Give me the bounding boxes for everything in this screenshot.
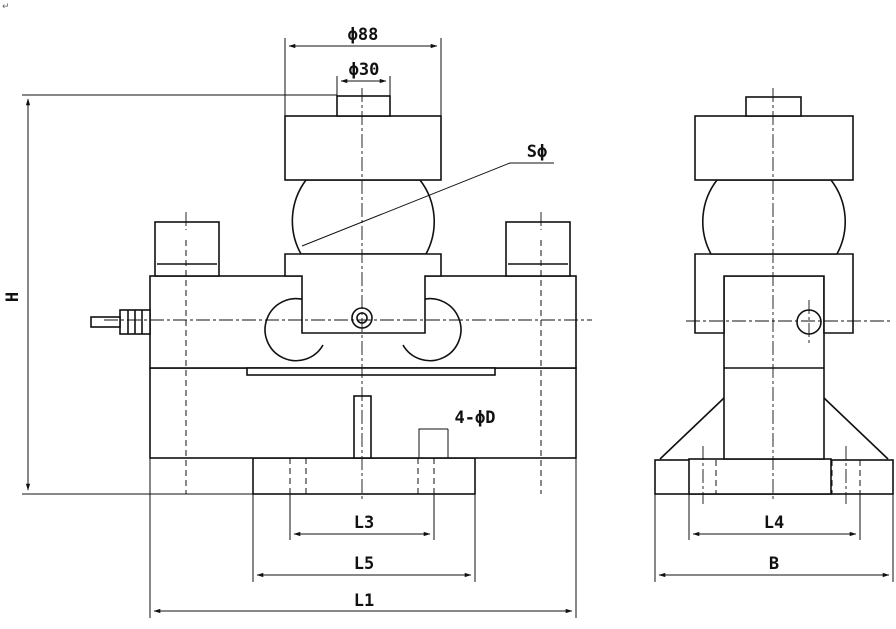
front-left-cap [154, 221, 220, 277]
front-hidden-lines [185, 240, 542, 494]
side-center-lines [686, 88, 893, 504]
front-pin [353, 395, 372, 459]
front-top-button [336, 95, 391, 117]
side-stand [688, 458, 832, 495]
front-base-plate [252, 457, 476, 495]
side-view [654, 96, 894, 495]
front-center-block [284, 253, 442, 334]
dim-phi30: ϕ30 [349, 60, 380, 80]
front-sphere [291, 179, 436, 255]
dimension-lines [22, 38, 894, 618]
dim-h: H [3, 292, 23, 302]
dim-b: B [769, 554, 779, 574]
corner-mark: ↵ [2, 2, 10, 12]
side-top-block [694, 115, 854, 181]
dim-l1: L1 [354, 591, 374, 611]
cable [90, 316, 121, 328]
front-right-cap [505, 221, 571, 277]
front-center-lines [104, 88, 592, 500]
dim-s-phi: Sϕ [527, 142, 547, 162]
dim-hole-spec: 4-ϕD [455, 408, 496, 428]
dim-l3: L3 [354, 513, 374, 533]
side-hidden-lines [688, 460, 861, 494]
side-top-button [745, 96, 802, 117]
dim-l4: L4 [764, 513, 784, 533]
dim-l5: L5 [354, 554, 374, 574]
dim-phi88: ϕ88 [348, 25, 379, 45]
side-upper-body [694, 253, 854, 334]
front-groove [246, 367, 496, 376]
front-top-block [284, 115, 442, 181]
front-view [90, 95, 577, 495]
side-sphere [701, 179, 847, 255]
